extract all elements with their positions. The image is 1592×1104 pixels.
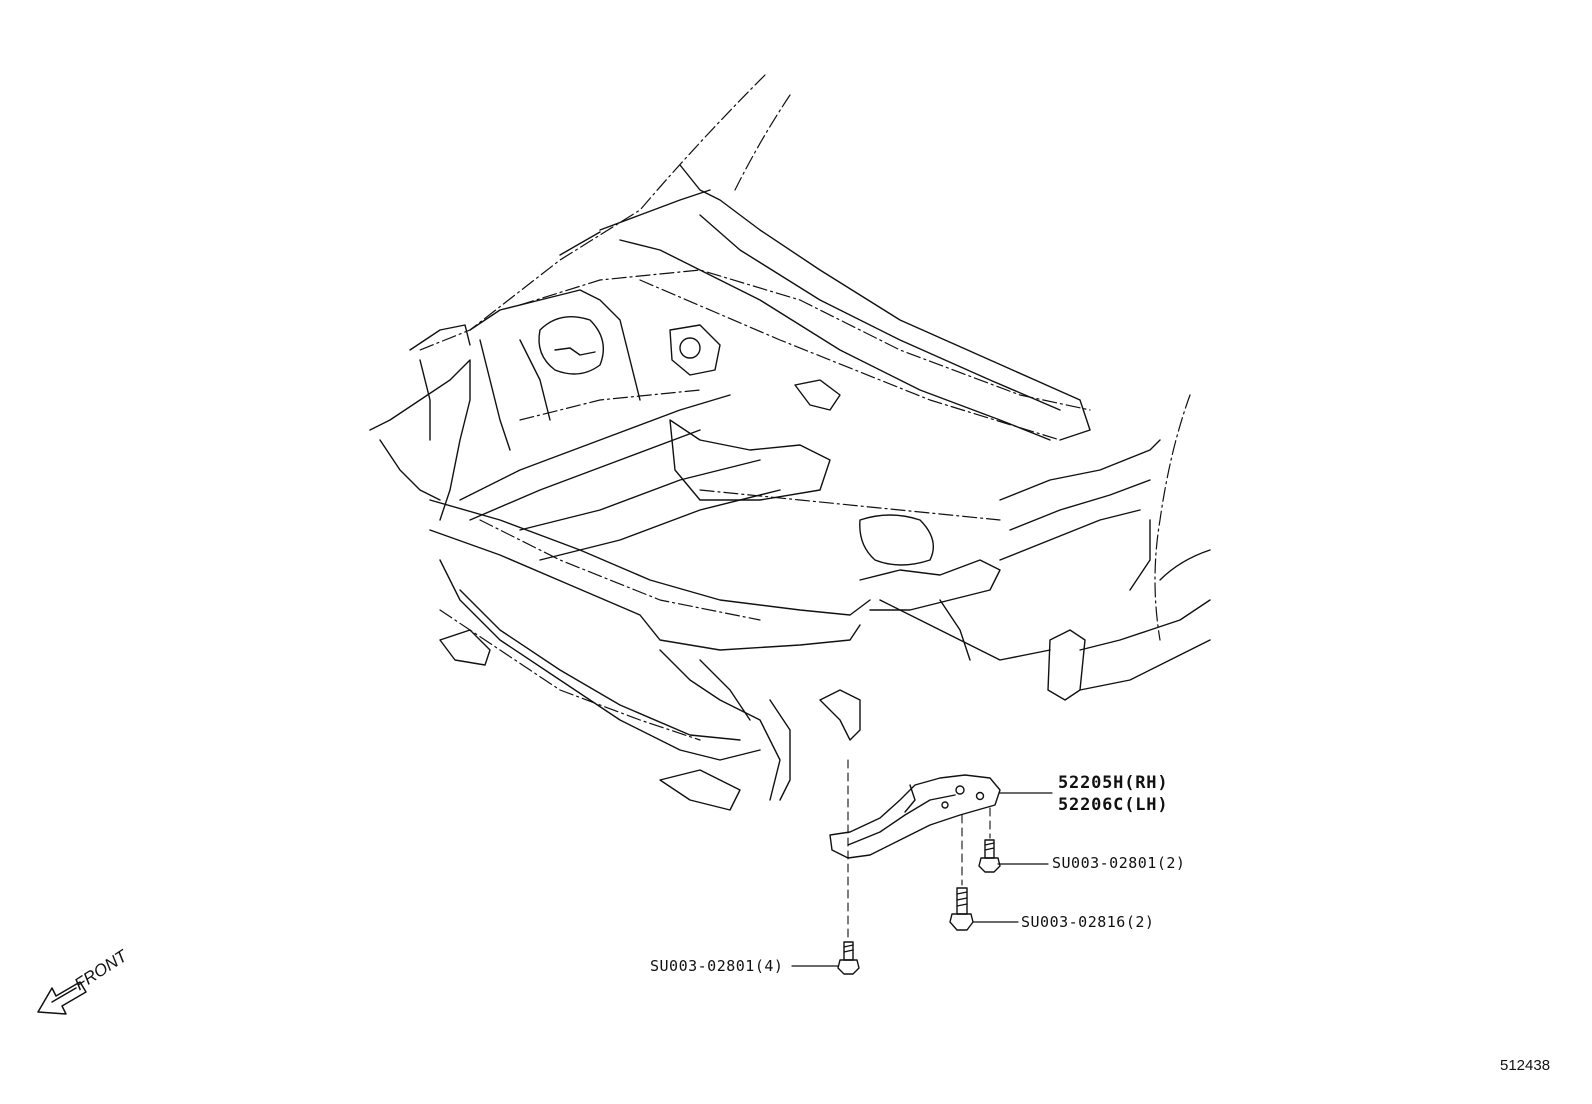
body-structure <box>369 164 1211 811</box>
bolt-su003-02816-2 <box>949 887 974 931</box>
leader-lines <box>791 792 1053 967</box>
part-code-lh: 52206C(LH) <box>1058 795 1169 815</box>
bolt-code-middle: SU003-02816(2) <box>1021 913 1155 931</box>
bolt-su003-02801-4 <box>837 941 860 975</box>
bolt-su003-02801-2 <box>978 839 1001 873</box>
part-code-rh: 52205H(RH) <box>1058 773 1169 793</box>
mount-bracket <box>829 774 1001 859</box>
bolt-code-lower: SU003-02801(4) <box>650 957 784 975</box>
figure-number: 512438 <box>1500 1057 1551 1074</box>
front-arrow-icon <box>37 981 87 1015</box>
assembly-lines <box>847 759 991 941</box>
phantom-outline <box>419 74 1191 741</box>
bolt-code-upper: SU003-02801(2) <box>1052 854 1186 872</box>
